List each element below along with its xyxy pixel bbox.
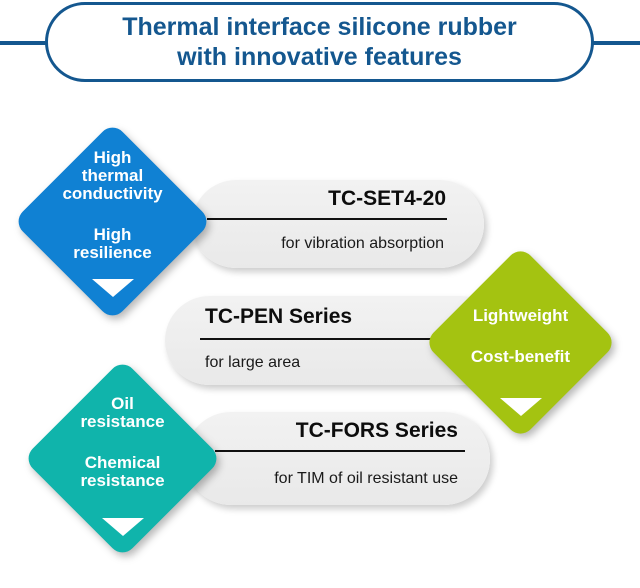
feature-line: High (93, 148, 132, 167)
product-card-tc-pen-series: TC-PEN Series for large area (165, 296, 505, 385)
feature-line: resilience (73, 243, 152, 262)
product-card-tc-fors-series: TC-FORS Series for TIM of oil resistant … (185, 412, 490, 505)
feature-text-block: Oil resistance Chemical resistance (52, 372, 193, 513)
product-name: TC-SET4-20 (328, 187, 446, 210)
feature-line: resistance (80, 471, 165, 490)
feature-line: Lightweight (472, 306, 569, 325)
diamond-oil-resistance: Oil resistance Chemical resistance (22, 358, 223, 559)
feature-group: Lightweight (472, 306, 569, 325)
down-triangle-icon (92, 279, 134, 297)
feature-line: resistance (80, 412, 165, 431)
title-line-1: Thermal interface silicone rubber (122, 13, 517, 41)
product-use: for large area (205, 353, 301, 371)
down-triangle-icon (500, 398, 542, 416)
feature-group: Oil resistance (80, 394, 165, 431)
product-name: TC-FORS Series (295, 419, 458, 442)
product-use: for TIM of oil resistant use (274, 469, 458, 487)
feature-text-block: High thermal conductivity High resilienc… (42, 135, 183, 276)
connector-line-left (0, 41, 47, 45)
feature-group: Cost-benefit (470, 347, 571, 366)
down-triangle-icon (102, 518, 144, 536)
feature-line: Chemical (84, 453, 161, 472)
feature-group: High resilience (73, 225, 152, 262)
product-name: TC-PEN Series (205, 305, 353, 328)
divider-line (207, 218, 447, 220)
product-use: for vibration absorption (281, 235, 444, 252)
title-line-2: with innovative features (177, 43, 462, 71)
product-card-tc-set4-20: TC-SET4-20 for vibration absorption (192, 180, 484, 268)
feature-line: conductivity (62, 184, 163, 203)
title-banner: Thermal interface silicone rubber with i… (45, 2, 594, 82)
feature-line: High (93, 225, 132, 244)
divider-line (215, 450, 465, 452)
diamond-lightweight: Lightweight Cost-benefit (423, 245, 618, 440)
divider-line (200, 338, 440, 340)
feature-line: Oil (111, 394, 134, 413)
feature-line: thermal (81, 166, 144, 185)
feature-group: High thermal conductivity (62, 148, 163, 203)
feature-line: Cost-benefit (470, 347, 571, 366)
diamond-thermal-conductivity: High thermal conductivity High resilienc… (12, 121, 213, 322)
feature-group: Chemical resistance (80, 453, 165, 490)
feature-text-block: Lightweight Cost-benefit (452, 268, 589, 405)
connector-line-right (593, 41, 640, 45)
